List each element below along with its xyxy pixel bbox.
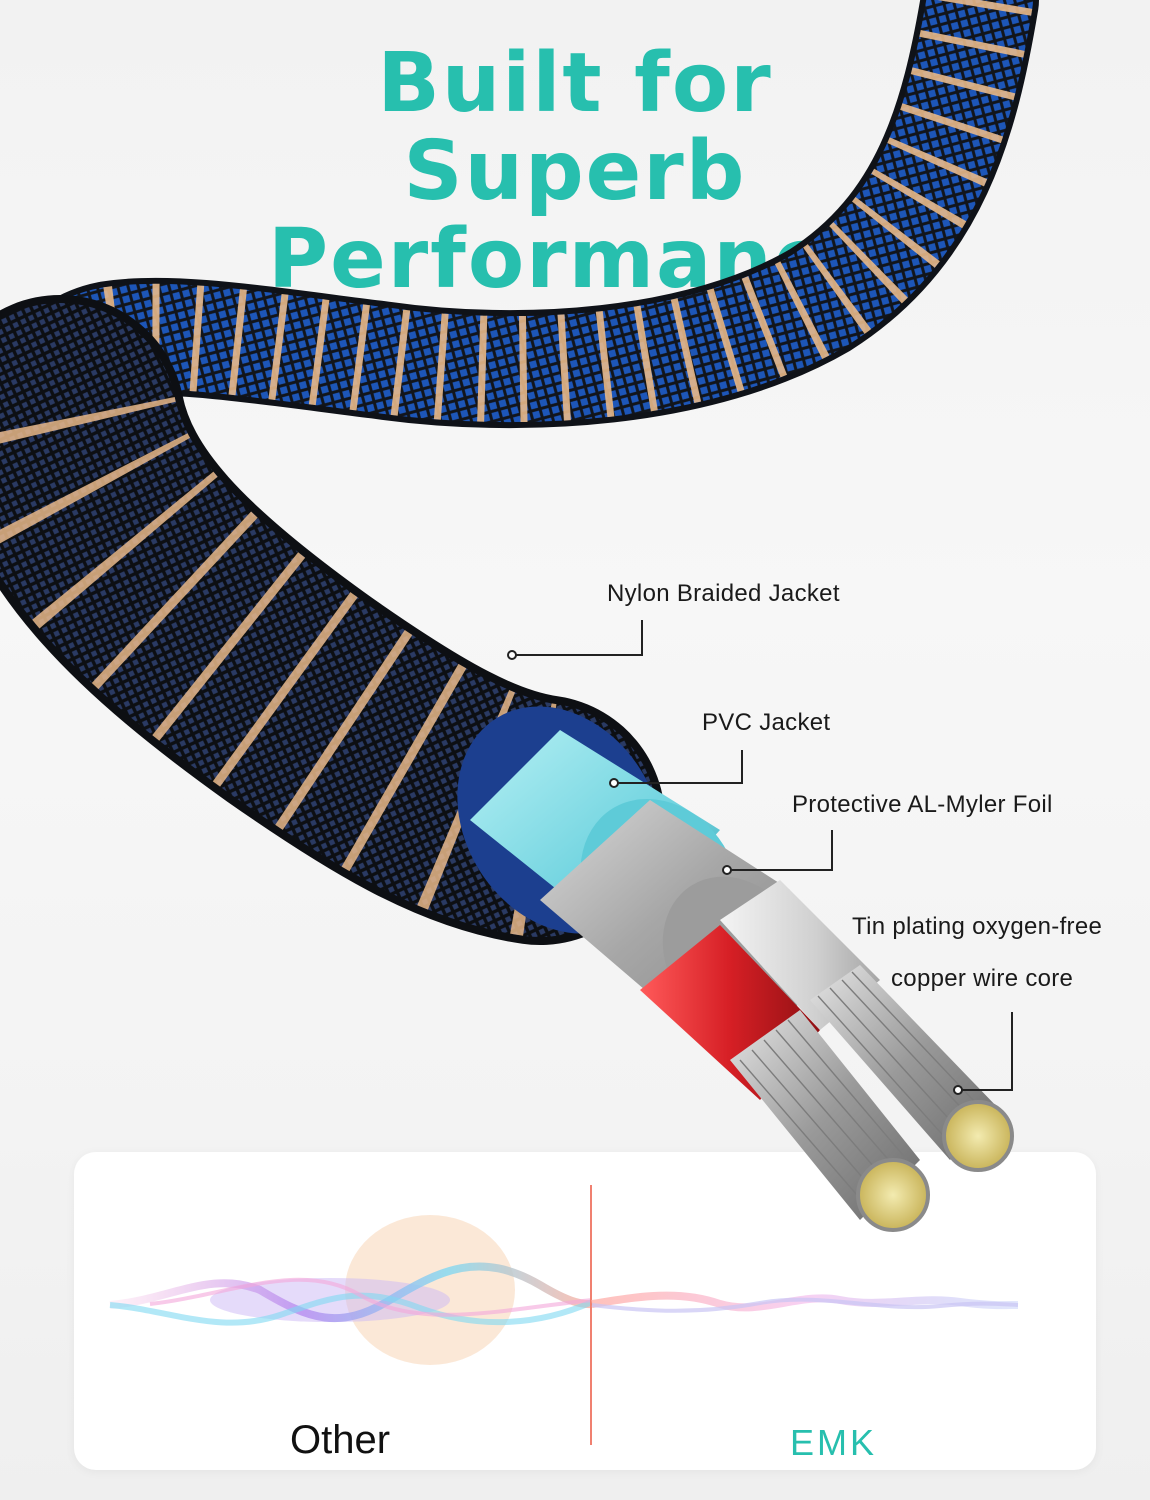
white-wire-tip xyxy=(942,1100,1014,1172)
headline-line-2: Superb xyxy=(403,124,747,219)
callout-pvc-jacket: PVC Jacket xyxy=(702,709,831,736)
other-label: Other xyxy=(290,1418,391,1462)
callout-dots xyxy=(507,650,963,1095)
headline-line-1: Built for xyxy=(377,36,773,131)
callout-leaders xyxy=(514,620,1013,1091)
other-sound-wave xyxy=(109,1215,594,1365)
callout-core-line-1: Tin plating oxygen-free xyxy=(852,913,1103,940)
callout-protective-foil: Protective AL-Myler Foil xyxy=(792,791,1053,818)
red-wire-tip xyxy=(856,1158,930,1232)
emk-sound-wave xyxy=(591,1291,1019,1313)
callout-core-line-2: copper wire core xyxy=(891,965,1074,992)
callout-nylon-braided-jacket: Nylon Braided Jacket xyxy=(607,580,840,607)
emk-label: EMK xyxy=(790,1422,878,1463)
